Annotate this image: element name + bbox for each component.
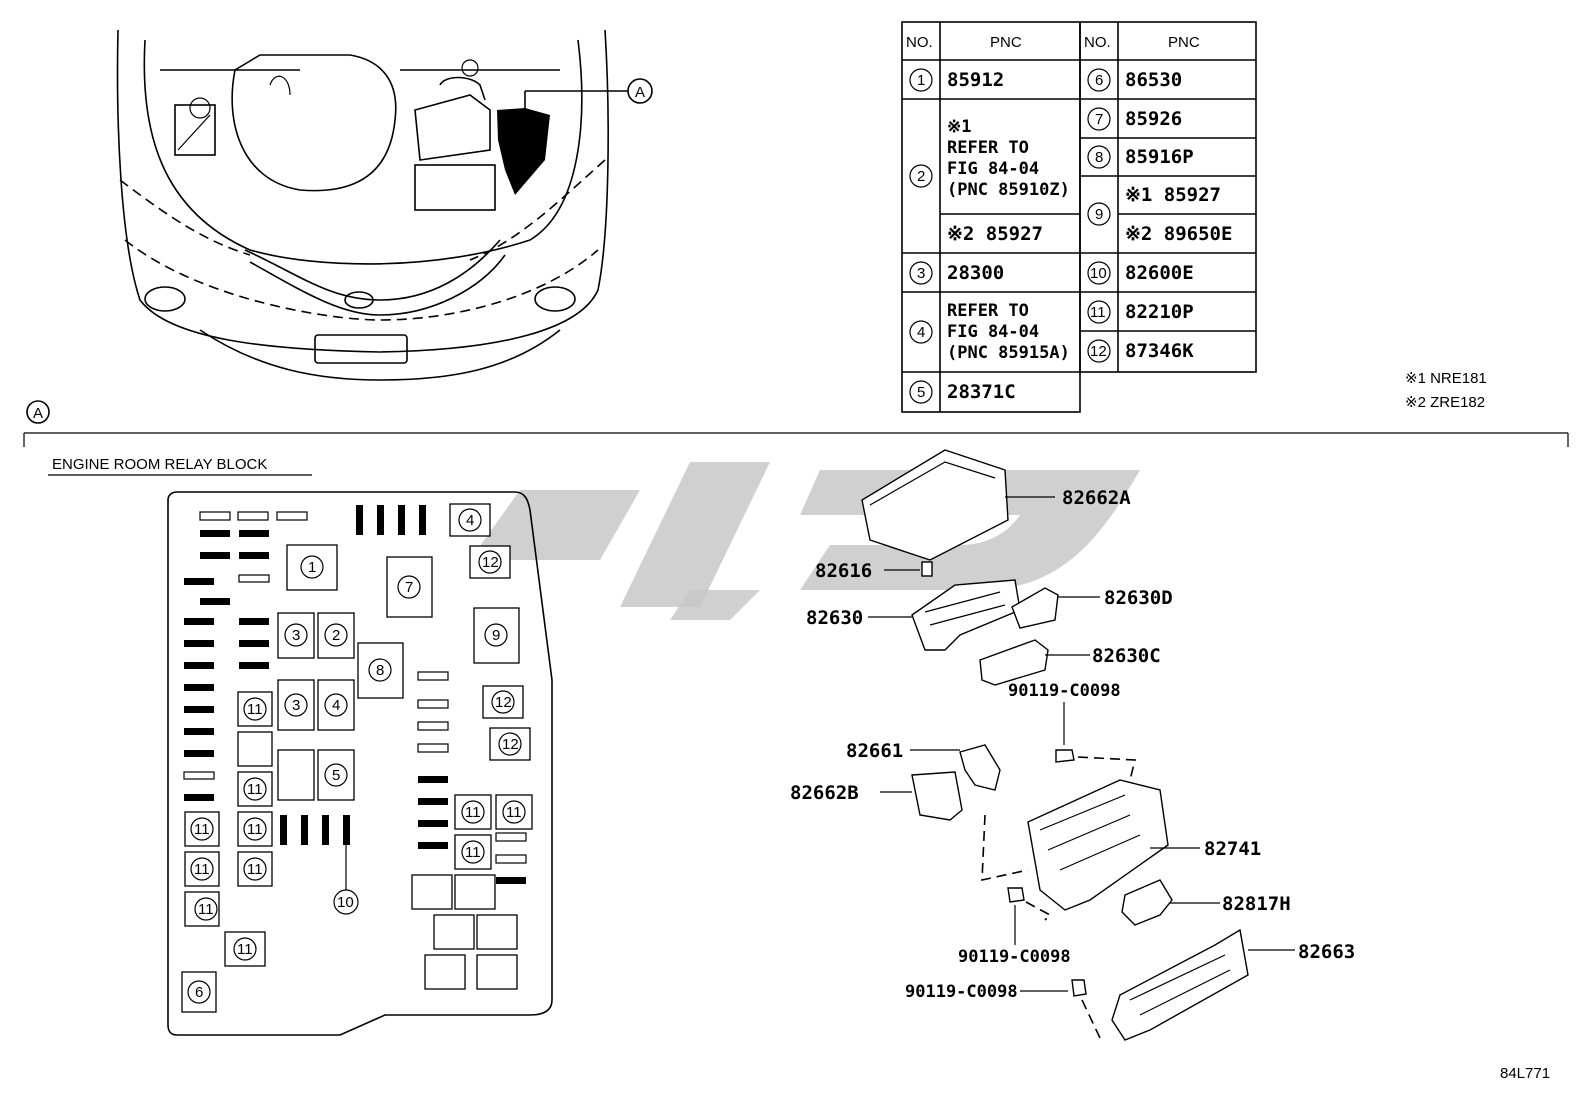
row-no: 9 (1095, 206, 1103, 223)
row-pnc-line: REFER TO (947, 301, 1029, 321)
row-no: 6 (1095, 72, 1103, 89)
relay-label-11: 11 (194, 861, 210, 878)
row-pnc-line: (PNC 85915A) (947, 343, 1070, 363)
part-bolt-2: 90119-C0098 (958, 947, 1071, 967)
pnc-table: NO. PNC NO. PNC 1 85912 2 ※1 REFER TO FI… (901, 21, 1257, 413)
row-pnc-second: ※2 89650E (1125, 223, 1232, 245)
row-pnc: 82600E (1125, 262, 1194, 284)
row-pnc: ※1 85927 (1125, 184, 1221, 206)
row-pnc: 87346K (1125, 340, 1194, 362)
note-1: ※1 NRE181 (1405, 370, 1487, 387)
part-82630C: 82630C (1092, 645, 1161, 667)
relay-label-11: 11 (247, 861, 263, 878)
callout-a-section: A (33, 405, 43, 422)
row-pnc-line: ※1 (947, 117, 971, 137)
header-pnc-left: PNC (990, 34, 1022, 51)
row-no: 5 (917, 384, 925, 401)
part-bolt-3: 90119-C0098 (905, 982, 1018, 1002)
header-pnc-right: PNC (1168, 34, 1200, 51)
part-82741: 82741 (1204, 838, 1261, 860)
row-pnc: 28300 (947, 262, 1004, 284)
relay-label-11: 11 (194, 821, 210, 838)
part-bolt-1: 90119-C0098 (1008, 681, 1121, 701)
relay-block: 1 2 3 3 4 4 5 6 7 8 9 10 (167, 491, 553, 1036)
relay-label-11: 11 (506, 804, 522, 821)
relay-label-11: 11 (465, 844, 481, 861)
relay-label-6: 6 (195, 984, 203, 1001)
header-no-left: NO. (906, 34, 933, 51)
row-no: 8 (1095, 149, 1103, 166)
relay-label-5: 5 (332, 767, 340, 784)
row-pnc: 85916P (1125, 146, 1194, 168)
relay-label-8: 8 (376, 662, 384, 679)
row-pnc-line: (PNC 85910Z) (947, 180, 1070, 200)
relay-label-12: 12 (495, 694, 512, 711)
relay-label-1: 1 (308, 559, 316, 576)
figure-code: 84L771 (1500, 1065, 1550, 1082)
row-pnc-line: FIG 84-04 (947, 159, 1039, 179)
relay-label-4: 4 (332, 697, 340, 714)
callout-a-top: A (635, 84, 645, 101)
relay-label-11: 11 (247, 701, 263, 718)
engine-bay-illustration: A (116, 29, 653, 381)
row-pnc-line: REFER TO (947, 138, 1029, 158)
row-no: 4 (917, 324, 925, 341)
part-82662A: 82662A (1062, 487, 1131, 509)
relay-label-11: 11 (465, 804, 481, 821)
section-title: ENGINE ROOM RELAY BLOCK (52, 456, 267, 473)
watermark-logo (470, 462, 1140, 620)
row-pnc: 86530 (1125, 69, 1182, 91)
relay-label-10: 10 (337, 894, 354, 911)
relay-label-11: 11 (237, 941, 253, 958)
row-no: 1 (917, 72, 925, 89)
row-pnc: 85912 (947, 69, 1004, 91)
part-82662B: 82662B (790, 782, 859, 804)
row-pnc-second: ※2 85927 (947, 223, 1043, 245)
row-pnc-line: FIG 84-04 (947, 322, 1039, 342)
row-no: 2 (917, 168, 925, 185)
note-2: ※2 ZRE182 (1405, 394, 1485, 411)
relay-label-4b: 4 (466, 512, 474, 529)
part-82616: 82616 (815, 560, 872, 582)
relay-label-11: 11 (198, 901, 214, 918)
row-pnc: 85926 (1125, 108, 1182, 130)
relay-label-11: 11 (247, 821, 263, 838)
relay-label-11: 11 (247, 781, 263, 798)
relay-label-2: 2 (332, 627, 340, 644)
part-82663: 82663 (1298, 941, 1355, 963)
relay-label-9: 9 (492, 627, 500, 644)
part-82661: 82661 (846, 740, 903, 762)
row-no: 3 (917, 265, 925, 282)
relay-label-3: 3 (292, 627, 300, 644)
relay-label-7: 7 (405, 579, 413, 596)
relay-label-12: 12 (502, 736, 519, 753)
part-82817H: 82817H (1222, 893, 1291, 915)
row-no: 10 (1090, 265, 1107, 282)
row-no: 12 (1090, 343, 1107, 360)
row-pnc: 28371C (947, 381, 1016, 403)
exploded-parts: 82662A 82616 82630 82630D 82630C 90119-C… (790, 449, 1355, 1041)
relay-label-12: 12 (482, 554, 499, 571)
part-82630: 82630 (806, 607, 863, 629)
row-no: 7 (1095, 111, 1103, 128)
part-82630D: 82630D (1104, 587, 1173, 609)
relay-label-3b: 3 (292, 697, 300, 714)
row-pnc: 82210P (1125, 301, 1194, 323)
header-no-right: NO. (1084, 34, 1111, 51)
row-no: 11 (1090, 304, 1106, 321)
